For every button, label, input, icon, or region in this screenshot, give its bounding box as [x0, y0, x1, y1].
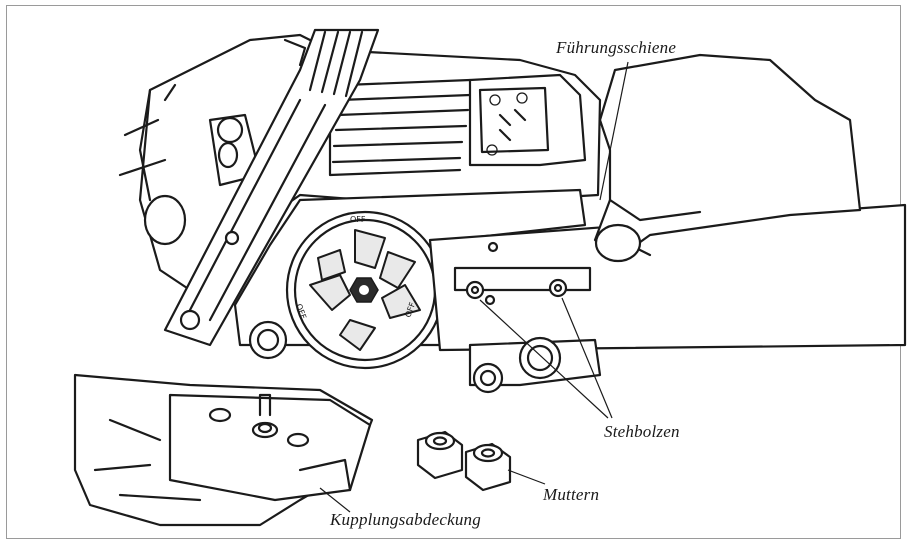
- clutch-sprocket: [309, 229, 421, 351]
- dial-off-top: OFF: [350, 215, 366, 224]
- nuts: [416, 430, 512, 492]
- hand: [593, 53, 862, 263]
- label-studs: Stehbolzen: [604, 422, 680, 441]
- front-handle: [163, 28, 380, 347]
- label-nuts: Muttern: [543, 485, 600, 504]
- clutch-cover: [73, 373, 374, 527]
- label-guide-bar: Führungsschiene: [556, 38, 677, 57]
- lower-mount: [468, 336, 602, 394]
- leader-lines: [319, 61, 629, 513]
- label-clutch-cover: Kupplungsabdeckung: [330, 510, 481, 529]
- studs: [465, 278, 568, 300]
